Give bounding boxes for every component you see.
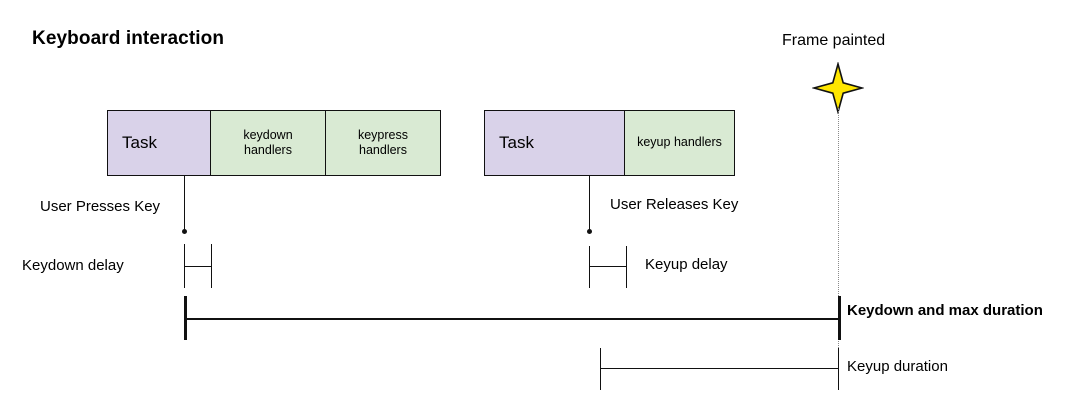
task-box-2-label: Task xyxy=(499,132,534,152)
frame-painted-guideline xyxy=(838,108,839,390)
keyup-delay-tick-start xyxy=(589,246,590,288)
task-box-2[interactable]: Task xyxy=(484,110,625,176)
keyup-duration-span xyxy=(600,368,838,369)
keypress-handlers-line2: handlers xyxy=(359,143,407,157)
keydown-delay-span xyxy=(184,266,211,267)
user-releases-key-label: User Releases Key xyxy=(610,196,739,213)
keyup-duration-label: Keyup duration xyxy=(847,358,948,375)
frame-painted-label: Frame painted xyxy=(782,32,886,49)
task-group-keydown: Task keydown handlers keypress handlers xyxy=(107,110,441,176)
four-point-star-icon xyxy=(812,62,864,114)
user-presses-key-label: User Presses Key xyxy=(40,198,161,215)
keypress-handlers-box[interactable]: keypress handlers xyxy=(325,110,441,176)
keyup-handlers-box[interactable]: keyup handlers xyxy=(624,110,735,176)
keyup-delay-span xyxy=(589,266,626,267)
keyup-duration-tick-start xyxy=(600,348,601,390)
press-event-dot xyxy=(182,229,187,234)
keydown-max-tick-end xyxy=(838,296,841,340)
keyup-handlers-label: keyup handlers xyxy=(637,135,722,150)
keyup-delay-tick-end xyxy=(626,246,627,288)
release-event-dot xyxy=(587,229,592,234)
task-group-keyup: Task keyup handlers xyxy=(484,110,735,176)
keydown-handlers-line1: keydown xyxy=(243,127,293,142)
keydown-max-span xyxy=(184,318,838,320)
page-title: Keyboard interaction xyxy=(32,28,225,49)
task-box-1-label: Task xyxy=(122,132,157,152)
keydown-handlers-line2: handlers xyxy=(244,143,292,157)
keydown-handlers-label: keydown handlers xyxy=(243,128,292,159)
keydown-delay-tick-end xyxy=(211,244,212,288)
task-box-1[interactable]: Task xyxy=(107,110,211,176)
keyup-delay-label: Keyup delay xyxy=(645,256,728,273)
keyup-duration-tick-end xyxy=(838,348,839,390)
release-event-connector xyxy=(589,176,590,232)
keypress-handlers-label: keypress handlers xyxy=(358,128,408,159)
keydown-handlers-box[interactable]: keydown handlers xyxy=(210,110,326,176)
keydown-delay-label: Keydown delay xyxy=(22,257,124,274)
keypress-handlers-line1: keypress xyxy=(357,127,409,142)
keydown-max-duration-label: Keydown and max duration xyxy=(847,302,1043,319)
press-event-connector xyxy=(184,176,185,232)
